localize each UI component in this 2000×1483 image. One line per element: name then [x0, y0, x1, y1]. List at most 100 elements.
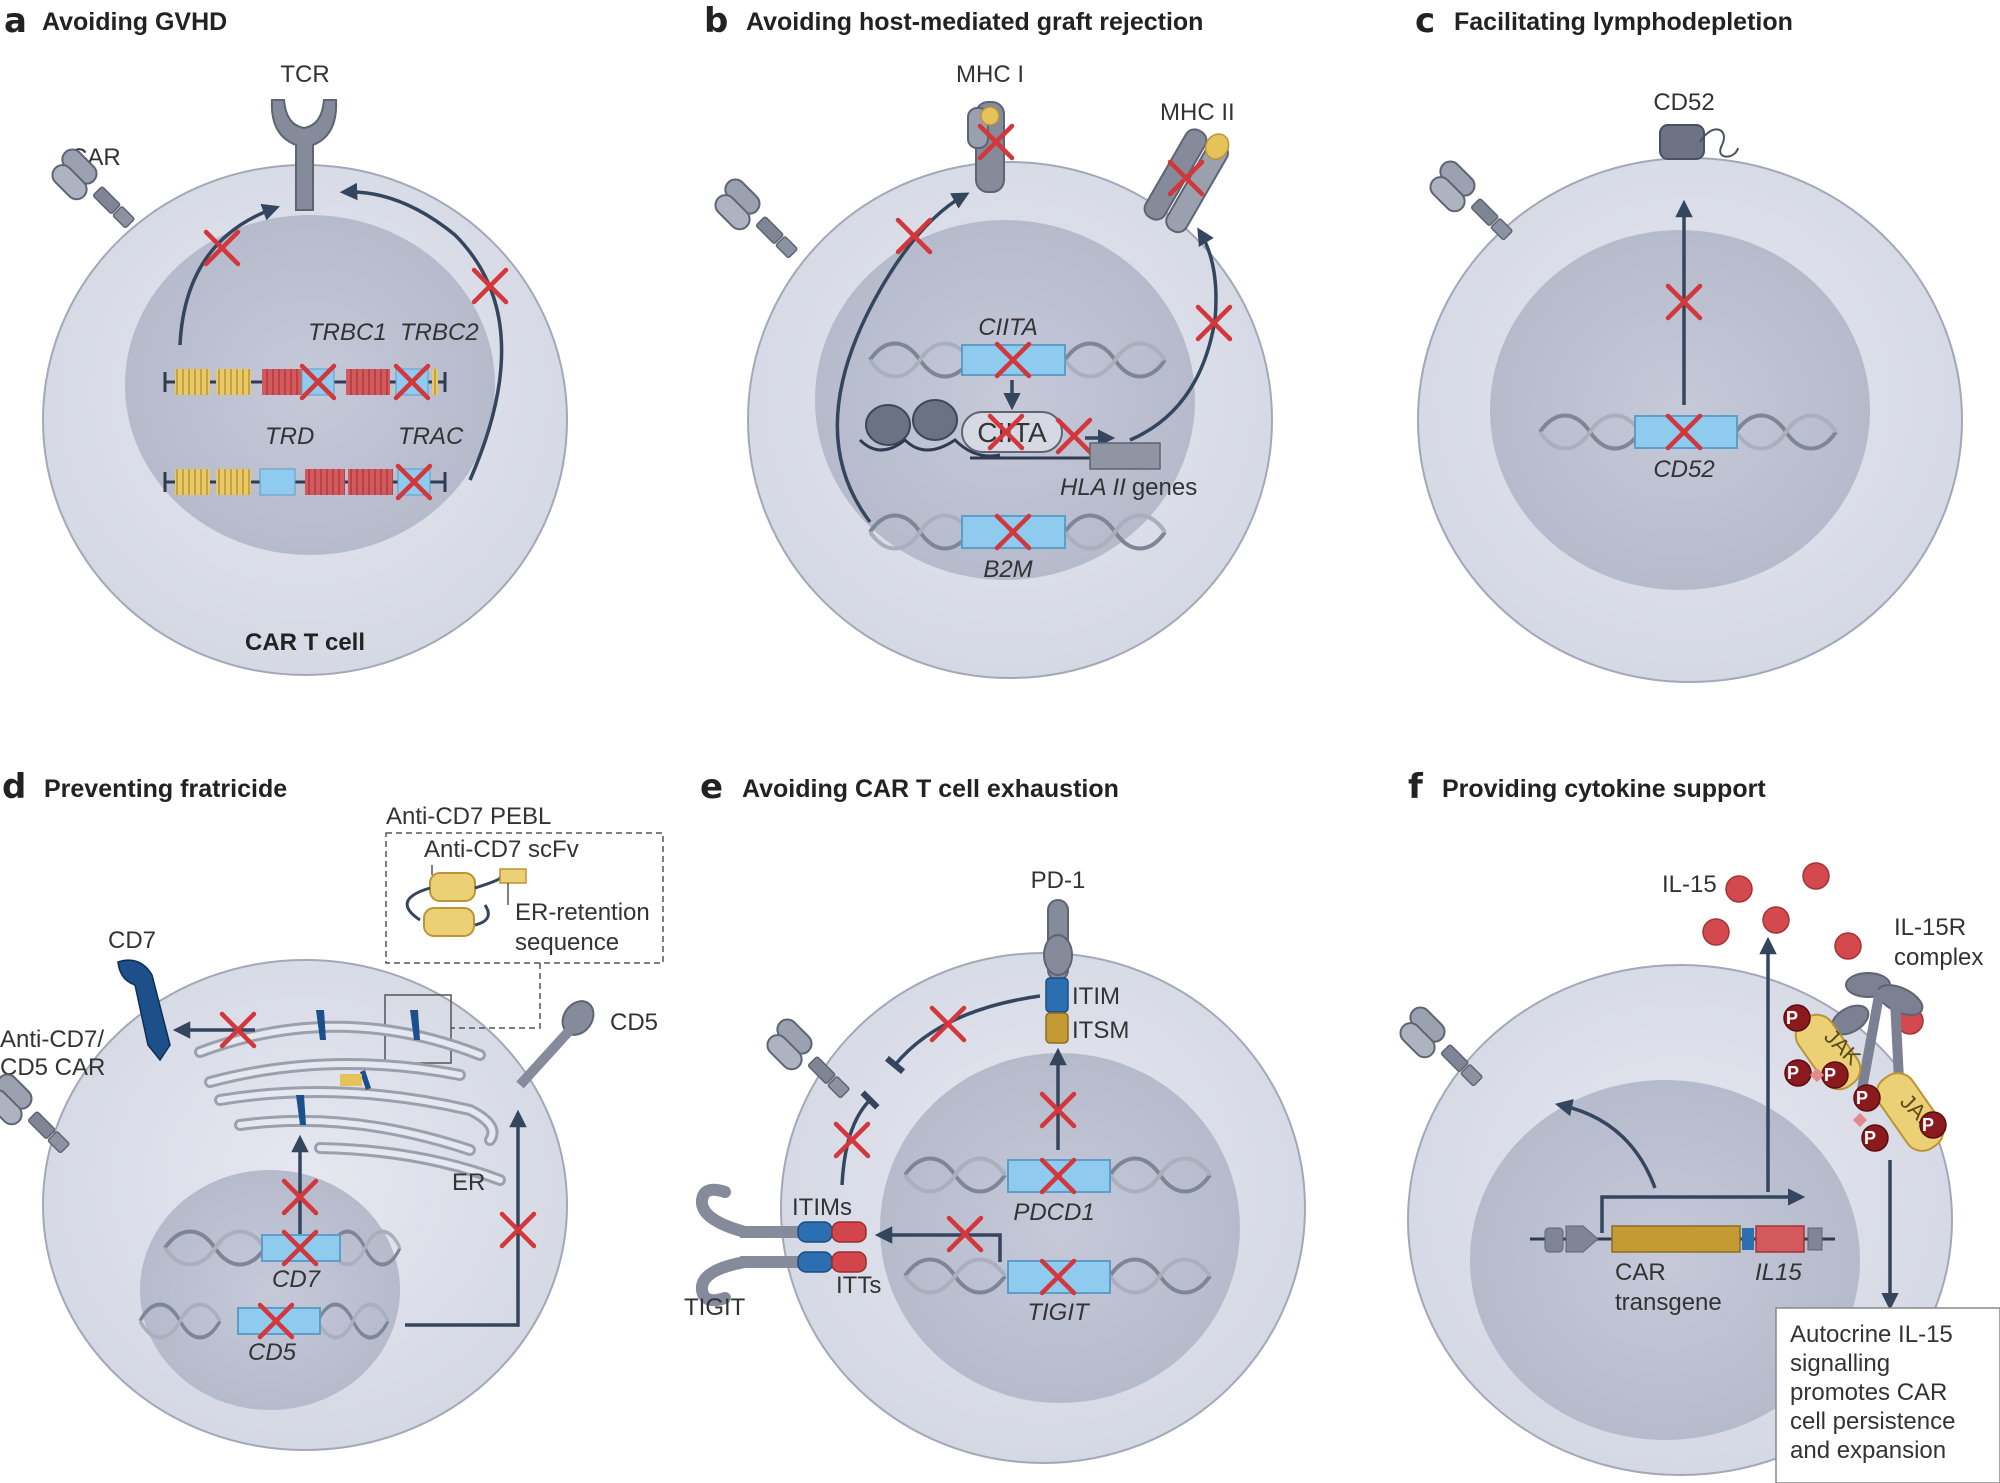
box-line-4: cell persistence: [1790, 1408, 1955, 1435]
gene-trd: TRD: [265, 423, 314, 450]
tcr-locus-alpha: [163, 468, 447, 496]
panel-c: c Facilitating lymphodepletion CD52 CD52: [1415, 1, 1963, 683]
gene-tigit: TIGIT: [1027, 1299, 1091, 1326]
panel-f-letter: f: [1408, 767, 1424, 807]
arrow-cd5-up: [405, 1109, 527, 1327]
cd5-protein-label: CD5: [610, 1009, 658, 1036]
p-label: P: [1864, 1128, 1876, 1148]
gene-b2m: B2M: [983, 556, 1032, 583]
panel-b-letter: b: [704, 1, 728, 41]
pebl-construct: [405, 865, 527, 937]
pebl-in-er: [340, 1074, 362, 1086]
panel-e-title: Avoiding CAR T cell exhaustion: [742, 775, 1119, 803]
car-il15-construct: [1530, 1225, 1835, 1253]
cd7-protein-label: CD7: [108, 927, 156, 954]
pd1-label: PD-1: [1031, 867, 1086, 894]
pebl-label: Anti-CD7 PEBL: [386, 803, 551, 830]
panel-e-letter: e: [700, 767, 723, 807]
panel-c-title: Facilitating lymphodepletion: [1454, 8, 1793, 36]
panel-a: a Avoiding GVHD TCR CAR TRBC1 TRBC2: [4, 1, 568, 676]
il15r-label-1: IL-15R: [1894, 914, 1966, 941]
p-label: P: [1787, 1063, 1799, 1083]
itims-label: ITIMs: [792, 1194, 852, 1221]
panel-d-title: Preventing fratricide: [44, 775, 287, 803]
panel-a-title: Avoiding GVHD: [42, 8, 227, 36]
arrow-tigit-left: [874, 1226, 1002, 1262]
nucleus-d: [140, 1170, 400, 1410]
er-retention-label-1: ER-retention: [515, 899, 650, 926]
panel-c-letter: c: [1415, 1, 1435, 41]
gene-trbc1: TRBC1: [308, 319, 387, 346]
gene-cd52: CD52: [1653, 456, 1714, 483]
gene-trbc2: TRBC2: [400, 319, 479, 346]
car-receptor-d: [0, 1069, 71, 1155]
p-label: P: [1856, 1088, 1868, 1108]
tigit-protein-label: TIGIT: [684, 1294, 746, 1321]
tcr-receptor: [270, 99, 338, 211]
box-line-2: signalling: [1790, 1350, 1890, 1377]
cd7-in-er: [296, 1010, 420, 1125]
il15-molecules: [1702, 862, 1924, 1035]
car-receptor-c: [1425, 156, 1514, 242]
arrow-a-right: [339, 182, 504, 481]
gene-pdcd1: PDCD1: [1013, 1199, 1094, 1226]
nucleus-f: [1470, 1080, 1860, 1440]
car-receptor-f: [1395, 1002, 1484, 1088]
gene-cd7: CD7: [272, 1266, 322, 1293]
er-label: ER: [452, 1169, 485, 1196]
gene-trac: TRAC: [398, 423, 464, 450]
panel-d: d Preventing fratricide Anti-CD7 PEBL An…: [0, 767, 664, 1451]
inhibit-tigit: [840, 1090, 880, 1186]
arrow-transcription: [1600, 1188, 1806, 1233]
itsm-label: ITSM: [1072, 1017, 1129, 1044]
panel-f: f Providing cytokine support IL-15 IL-15…: [1395, 767, 2000, 1483]
pebl-inset-box: [385, 832, 664, 964]
cd5-protein: [516, 1000, 595, 1089]
cd7-protein: [117, 959, 171, 1062]
box-line-1: Autocrine IL-15: [1790, 1321, 1953, 1348]
cd52-protein: [1659, 124, 1739, 160]
ciita-protein: [961, 411, 1063, 453]
mhc1-label: MHC I: [956, 61, 1024, 88]
box-line-5: and expansion: [1790, 1437, 1946, 1464]
panel-b-title: Avoiding host-mediated graft rejection: [746, 8, 1203, 36]
hla-italic: HLA II: [1060, 474, 1126, 501]
car-transgene-label-2: transgene: [1615, 1289, 1722, 1316]
tcr-label: TCR: [280, 61, 329, 88]
hla-gene-box: [1089, 442, 1161, 470]
panel-f-title: Providing cytokine support: [1442, 775, 1766, 803]
panel-b: b Avoiding host-mediated graft rejection…: [704, 1, 1273, 679]
itts-label: ITTs: [836, 1272, 881, 1299]
il15-label: IL-15: [1662, 871, 1717, 898]
arrow-b-right: [1129, 227, 1218, 442]
tigit-receptor: [696, 1183, 867, 1307]
anti-cd7-car-label-1: Anti-CD7/: [0, 1026, 104, 1053]
panel-a-letter: a: [4, 1, 27, 41]
p-label: P: [1786, 1008, 1798, 1028]
er-retention-label-2: sequence: [515, 929, 619, 956]
pd1-receptor: [1043, 899, 1073, 1044]
phospho-groups: [1783, 1004, 1947, 1152]
nucleus-c: [1490, 230, 1870, 590]
car-receptor-b: [710, 174, 799, 260]
ciita-protein-label: CIITA: [977, 417, 1047, 448]
arrow-car-up: [1554, 1099, 1657, 1189]
arrow-a-left: [178, 203, 280, 346]
signalling-box: [1775, 1307, 2000, 1483]
car-transgene-label-1: CAR: [1615, 1259, 1666, 1286]
gene-cd5: CD5: [248, 1339, 297, 1366]
nucleus-e: [880, 1053, 1240, 1403]
scfv-label: Anti-CD7 scFv: [424, 836, 579, 863]
anti-cd7-car-label-2: CD5 CAR: [0, 1054, 105, 1081]
p-label: P: [1824, 1065, 1836, 1085]
box-line-3: promotes CAR: [1790, 1379, 1947, 1406]
car-t-cell-label: CAR T cell: [245, 629, 365, 656]
p-label: P: [1922, 1115, 1934, 1135]
gene-il15: IL15: [1755, 1259, 1802, 1286]
panel-e: e Avoiding CAR T cell exhaustion PD-1 IT…: [684, 767, 1306, 1464]
er-golgi-inner: [197, 1023, 503, 1183]
inset-connector: [451, 963, 541, 1029]
hla-genes-word: genes: [1132, 474, 1197, 501]
